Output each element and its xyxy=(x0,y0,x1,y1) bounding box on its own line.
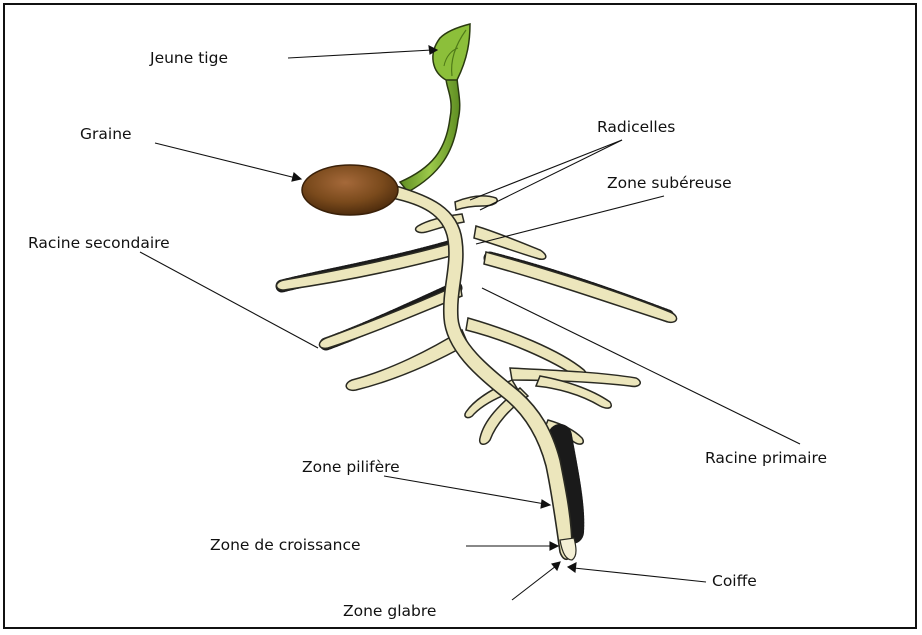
seed xyxy=(302,165,398,215)
label-zone-subereuse: Zone subéreuse xyxy=(607,174,732,192)
label-racine-secondaire: Racine secondaire xyxy=(28,234,170,252)
label-graine: Graine xyxy=(80,125,132,143)
label-zone-glabre: Zone glabre xyxy=(343,602,436,620)
label-zone-pilifere: Zone pilifère xyxy=(302,458,400,476)
label-zone-de-croissance: Zone de croissance xyxy=(210,536,361,554)
label-racine-primaire: Racine primaire xyxy=(705,449,827,467)
label-jeune-tige: Jeune tige xyxy=(149,49,228,67)
label-coiffe: Coiffe xyxy=(712,572,757,590)
label-radicelles: Radicelles xyxy=(597,118,675,136)
